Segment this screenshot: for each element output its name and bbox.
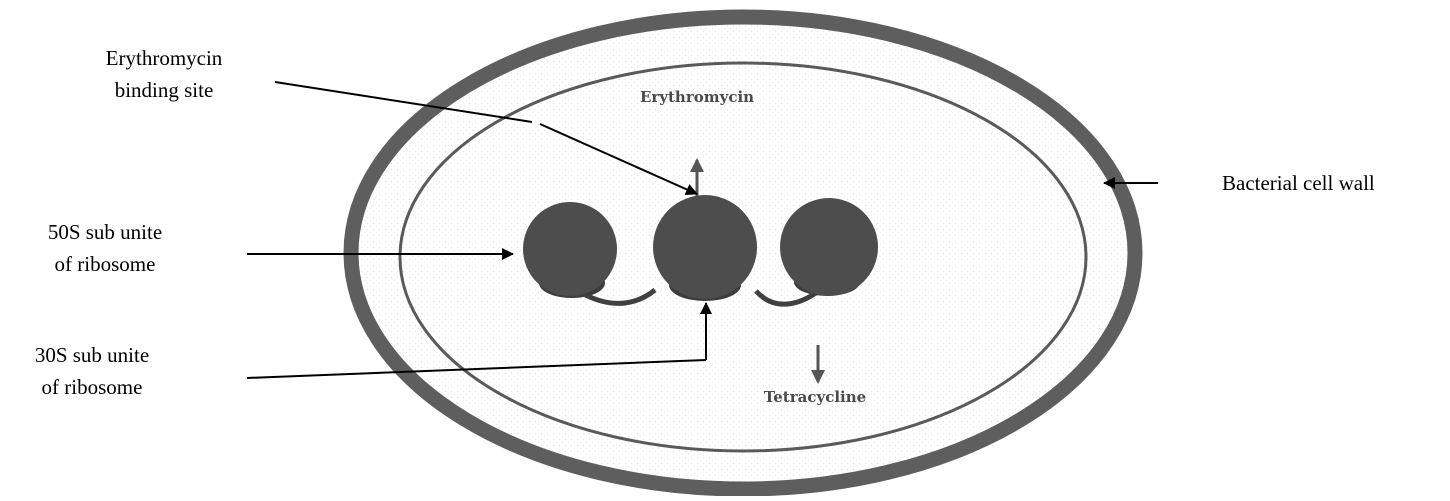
callout-line: Bacterial cell wall: [1222, 167, 1375, 199]
ribosome-large-subunit: [523, 202, 617, 296]
erythromycin-inner-label: Erythromycin: [640, 88, 754, 106]
cell-wall-callout: Bacterial cell wall: [1222, 167, 1375, 199]
callout-line: Erythromycin: [64, 42, 264, 74]
ribosome-large-subunit: [653, 195, 757, 299]
callout-line: of ribosome: [0, 371, 184, 403]
callout-line: binding site: [64, 74, 264, 106]
callout-line: of ribosome: [5, 248, 205, 280]
callout-line: 50S sub unite: [5, 216, 205, 248]
erythromycin-binding-site-callout: Erythromycin binding site: [64, 42, 264, 106]
tetracycline-inner-label: Tetracycline: [764, 388, 866, 406]
subunit-50s-callout: 50S sub unite of ribosome: [5, 216, 205, 280]
ribosome-large-subunit: [780, 198, 878, 296]
subunit-30s-callout: 30S sub unite of ribosome: [0, 339, 184, 403]
ribosome-right: [780, 198, 878, 296]
callout-line: 30S sub unite: [0, 339, 184, 371]
